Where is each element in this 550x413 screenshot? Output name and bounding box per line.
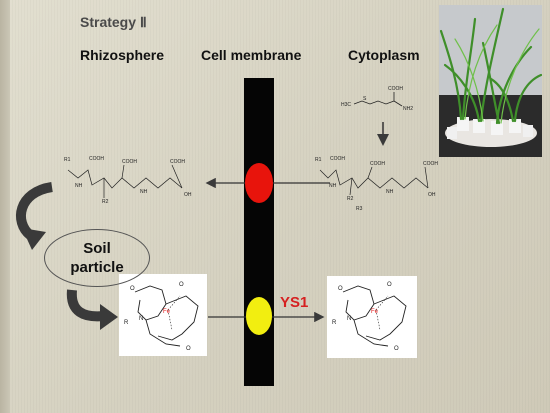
phytosiderophore-structure-rhizosphere: R1 COOH NH COOH NH COOH OH R2 xyxy=(64,156,192,205)
svg-text:COOH: COOH xyxy=(370,161,385,167)
ys1-transporter-oval xyxy=(246,297,272,335)
cell-membrane-bar xyxy=(244,78,274,386)
fe-complex-cytoplasm: R N O O O Fe xyxy=(332,282,407,352)
svg-text:COOH: COOH xyxy=(330,156,345,162)
svg-text:O: O xyxy=(186,346,191,352)
svg-text:COOH: COOH xyxy=(89,156,104,162)
svg-text:O: O xyxy=(130,286,135,292)
cell-membrane-header: Cell membrane xyxy=(201,47,302,63)
svg-text:O: O xyxy=(387,282,392,288)
curved-arrow-to-soil xyxy=(16,182,54,239)
cytoplasm-header: Cytoplasm xyxy=(348,47,420,63)
ys1-label: YS1 xyxy=(280,294,309,311)
plant-photo-drawing xyxy=(439,5,542,157)
svg-text:COOH: COOH xyxy=(170,159,185,165)
svg-text:NH: NH xyxy=(140,189,148,195)
methionine-structure: H3C S COOH NH2 xyxy=(341,86,413,112)
svg-text:OH: OH xyxy=(428,192,436,198)
plant-photo xyxy=(439,5,542,157)
fe-complex-rhizosphere: R N O O O Fe xyxy=(124,282,199,352)
svg-text:OH: OH xyxy=(184,192,192,198)
curved-arrow-to-soil-head xyxy=(22,228,46,250)
curved-arrow-to-complex-head xyxy=(100,304,118,330)
svg-text:NH2: NH2 xyxy=(403,106,413,112)
svg-text:O: O xyxy=(394,346,399,352)
svg-text:Fe: Fe xyxy=(163,309,171,315)
slide-edge-strip xyxy=(0,0,10,413)
svg-text:NH: NH xyxy=(75,183,83,189)
svg-text:N: N xyxy=(347,316,351,322)
svg-text:COOH: COOH xyxy=(388,86,403,92)
svg-text:R1: R1 xyxy=(315,157,322,163)
soil-particle-ellipse: Soil particle xyxy=(44,229,150,287)
svg-text:R2: R2 xyxy=(347,196,354,202)
phytosiderophore-structure-cytoplasm: R1 COOH NH COOH NH COOH OH R2 R3 xyxy=(315,156,438,212)
soil-label-line1: Soil xyxy=(83,240,111,257)
svg-text:NH: NH xyxy=(386,189,394,195)
svg-text:R1: R1 xyxy=(64,157,71,163)
soil-label-line2: particle xyxy=(70,259,124,276)
svg-text:O: O xyxy=(179,282,184,288)
slide-title: Strategy Ⅱ xyxy=(80,14,147,30)
svg-text:R2: R2 xyxy=(102,199,109,205)
fe-complex-box-cytoplasm xyxy=(327,276,417,358)
rhizosphere-header: Rhizosphere xyxy=(80,47,165,63)
efflux-transporter-oval xyxy=(245,163,273,203)
svg-text:COOH: COOH xyxy=(423,161,438,167)
svg-text:NH: NH xyxy=(329,183,337,189)
svg-text:O: O xyxy=(338,286,343,292)
svg-text:H3C: H3C xyxy=(341,102,351,108)
svg-text:S: S xyxy=(363,96,367,102)
svg-text:R: R xyxy=(124,320,129,326)
curved-arrow-to-complex xyxy=(66,289,105,322)
svg-text:R: R xyxy=(332,320,337,326)
svg-text:R3: R3 xyxy=(356,206,363,212)
svg-text:N: N xyxy=(139,316,143,322)
svg-text:COOH: COOH xyxy=(122,159,137,165)
svg-text:Fe: Fe xyxy=(371,309,379,315)
